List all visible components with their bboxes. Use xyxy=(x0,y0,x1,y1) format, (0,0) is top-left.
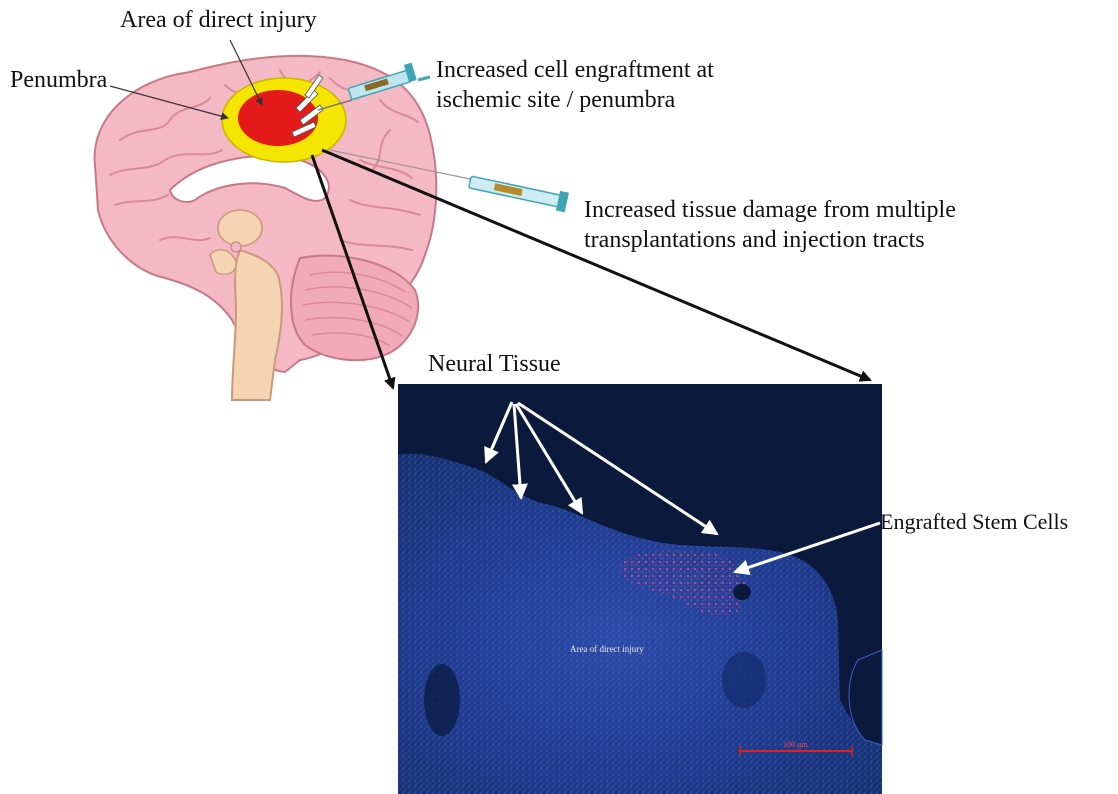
label-engraftment-line2: ischemic site / penumbra xyxy=(436,86,675,114)
label-engrafted-stem-cells: Engrafted Stem Cells xyxy=(880,508,1068,536)
label-damage-line2: transplantations and injection tracts xyxy=(584,226,925,254)
scale-bar-label: 100 µm xyxy=(783,740,808,749)
micrograph xyxy=(398,384,882,794)
label-area-direct-injury: Area of direct injury xyxy=(120,6,317,34)
micrograph-injury-label: Area of direct injury xyxy=(570,644,644,654)
label-penumbra: Penumbra xyxy=(10,66,107,94)
label-neural-tissue: Neural Tissue xyxy=(428,350,561,378)
label-engraftment-line1: Increased cell engraftment at xyxy=(436,56,714,84)
label-damage-line1: Increased tissue damage from multiple xyxy=(584,196,956,224)
